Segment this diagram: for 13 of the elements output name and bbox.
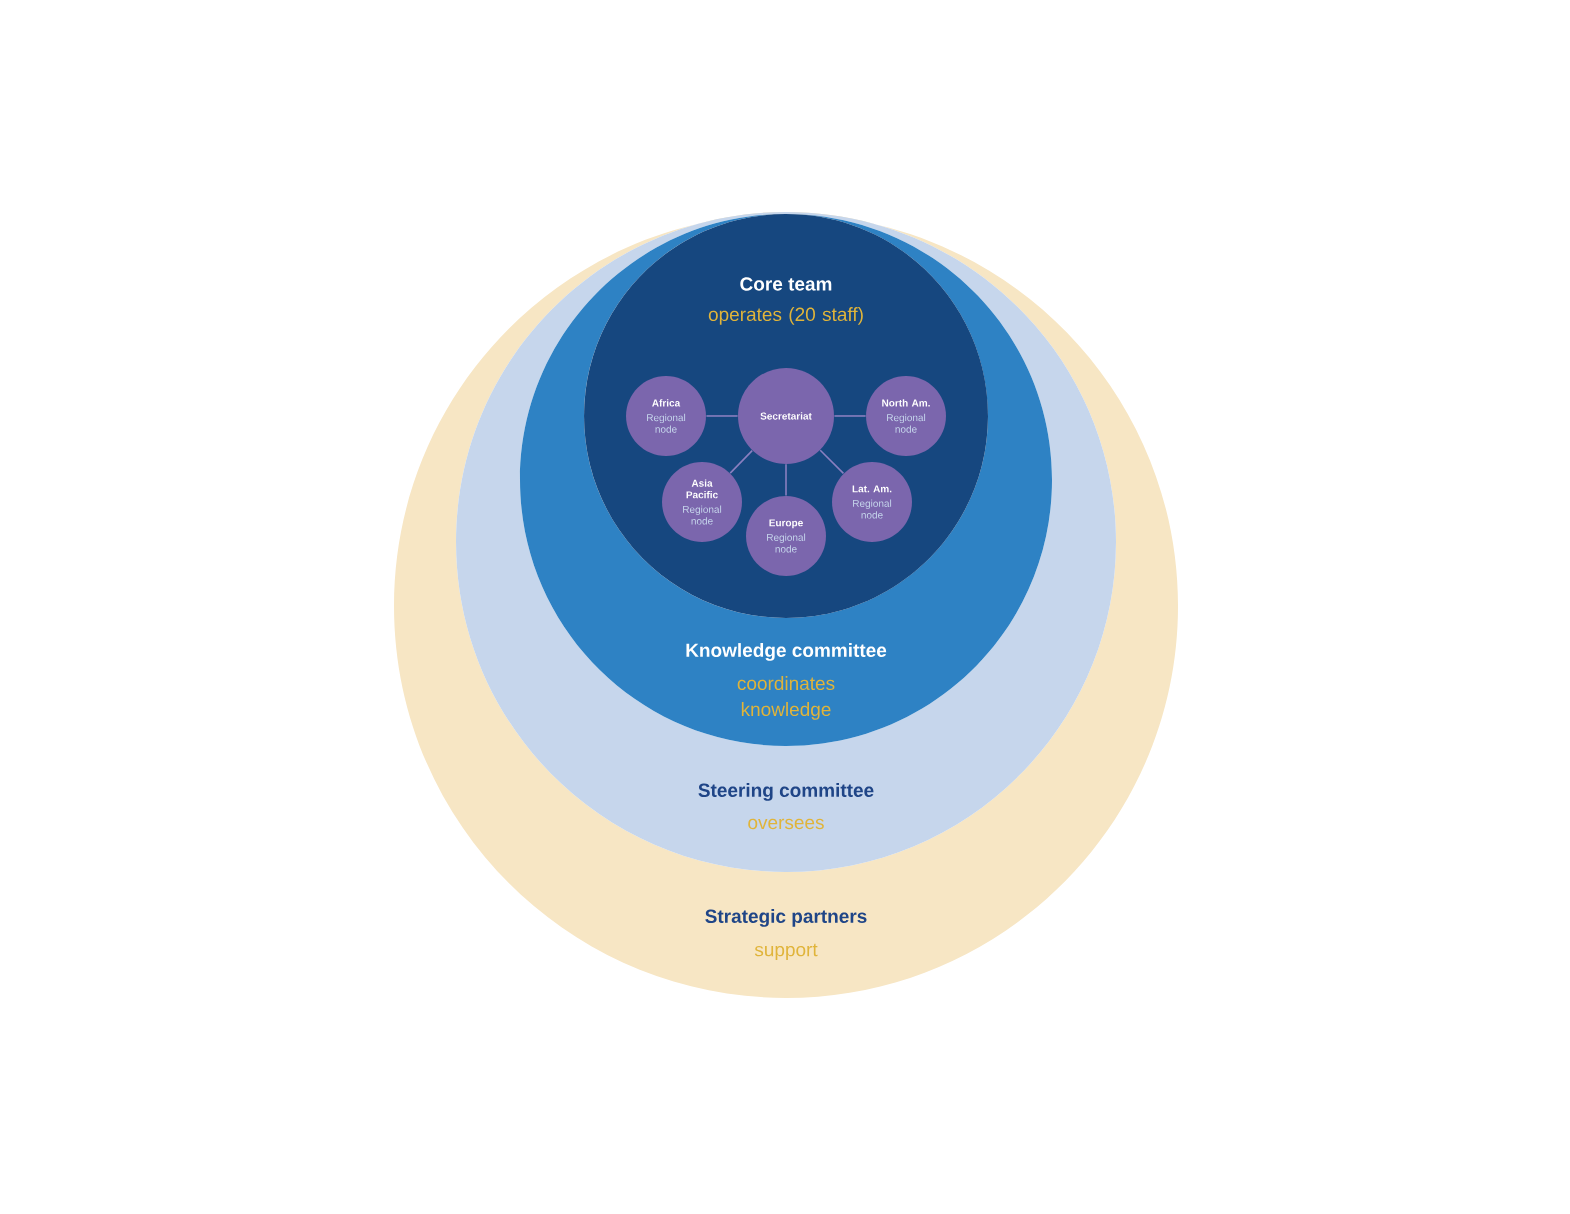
ring-subtitle: coordinates knowledge [737,676,835,720]
ring-title: Core team [740,277,832,291]
ring-subtitle: support [754,943,818,961]
ring-subtitle: oversees [748,818,824,830]
connector-line [729,449,753,474]
connector-line [833,415,867,417]
connector-line [785,463,787,497]
connector-line [819,449,845,475]
ring-subtitle: operates (20 staff) [708,307,863,325]
ring-title: Steering committee [698,783,874,801]
ring-title: Strategic partners [705,909,867,927]
connector-line [705,415,739,417]
ring-title: Knowledge committee [686,643,887,661]
